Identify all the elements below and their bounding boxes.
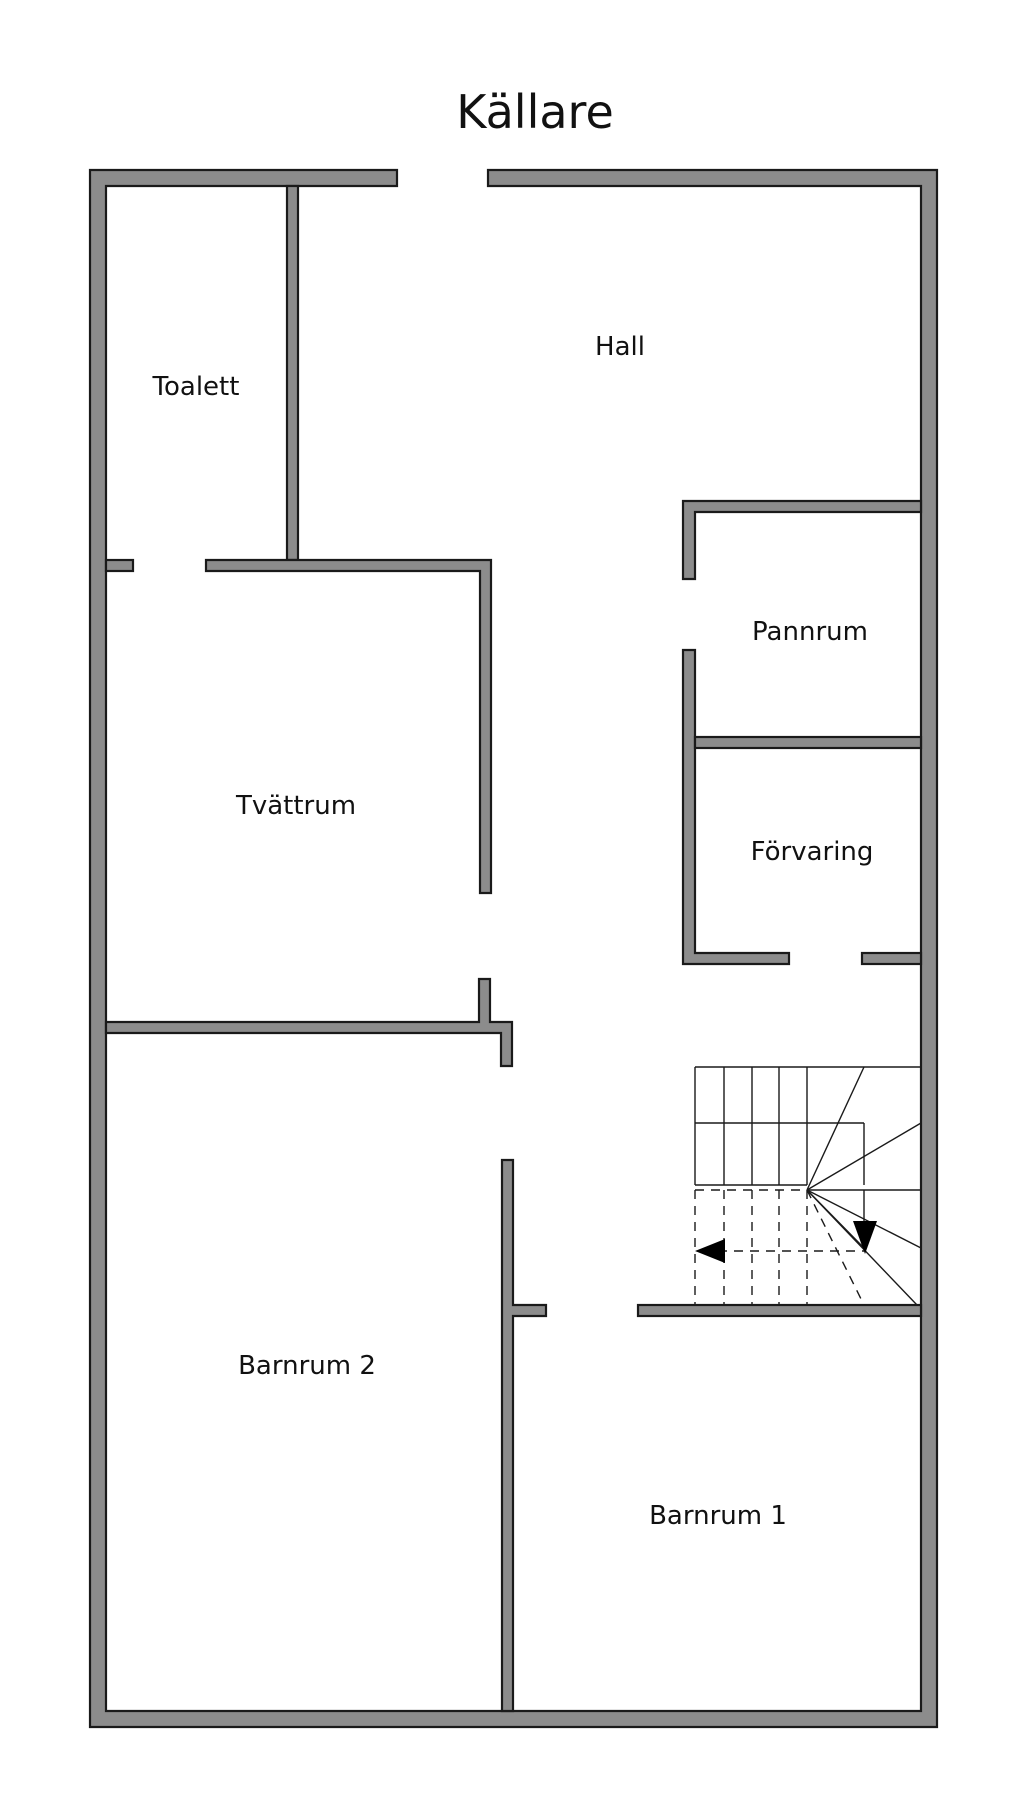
room-label-barnrum-2: Barnrum 2 [238,1351,376,1381]
room-label-barnrum-1: Barnrum 1 [649,1501,787,1531]
room-label-pannrum: Pannrum [752,617,868,647]
stair-arrow-left-icon [695,1239,725,1263]
outer-walls [88,168,939,1729]
room-label-forvaring: Förvaring [751,837,874,867]
interior-walls [104,184,923,1713]
stair-arrow-down-icon [853,1221,877,1254]
room-label-hall: Hall [595,332,645,362]
staircase [694,1066,922,1306]
room-label-tvattrum: Tvättrum [235,791,356,821]
room-label-toalett: Toalett [152,372,240,402]
plan-title: Källare [456,85,614,139]
room-labels: Toalett Hall Pannrum Tvättrum Förvaring … [152,332,874,1531]
